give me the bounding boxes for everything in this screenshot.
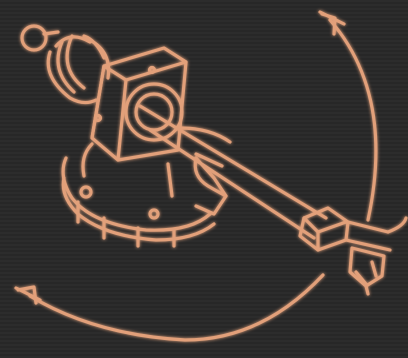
tonearm-illustration xyxy=(0,0,408,358)
tonearm-artwork xyxy=(0,0,408,358)
background xyxy=(0,0,408,358)
